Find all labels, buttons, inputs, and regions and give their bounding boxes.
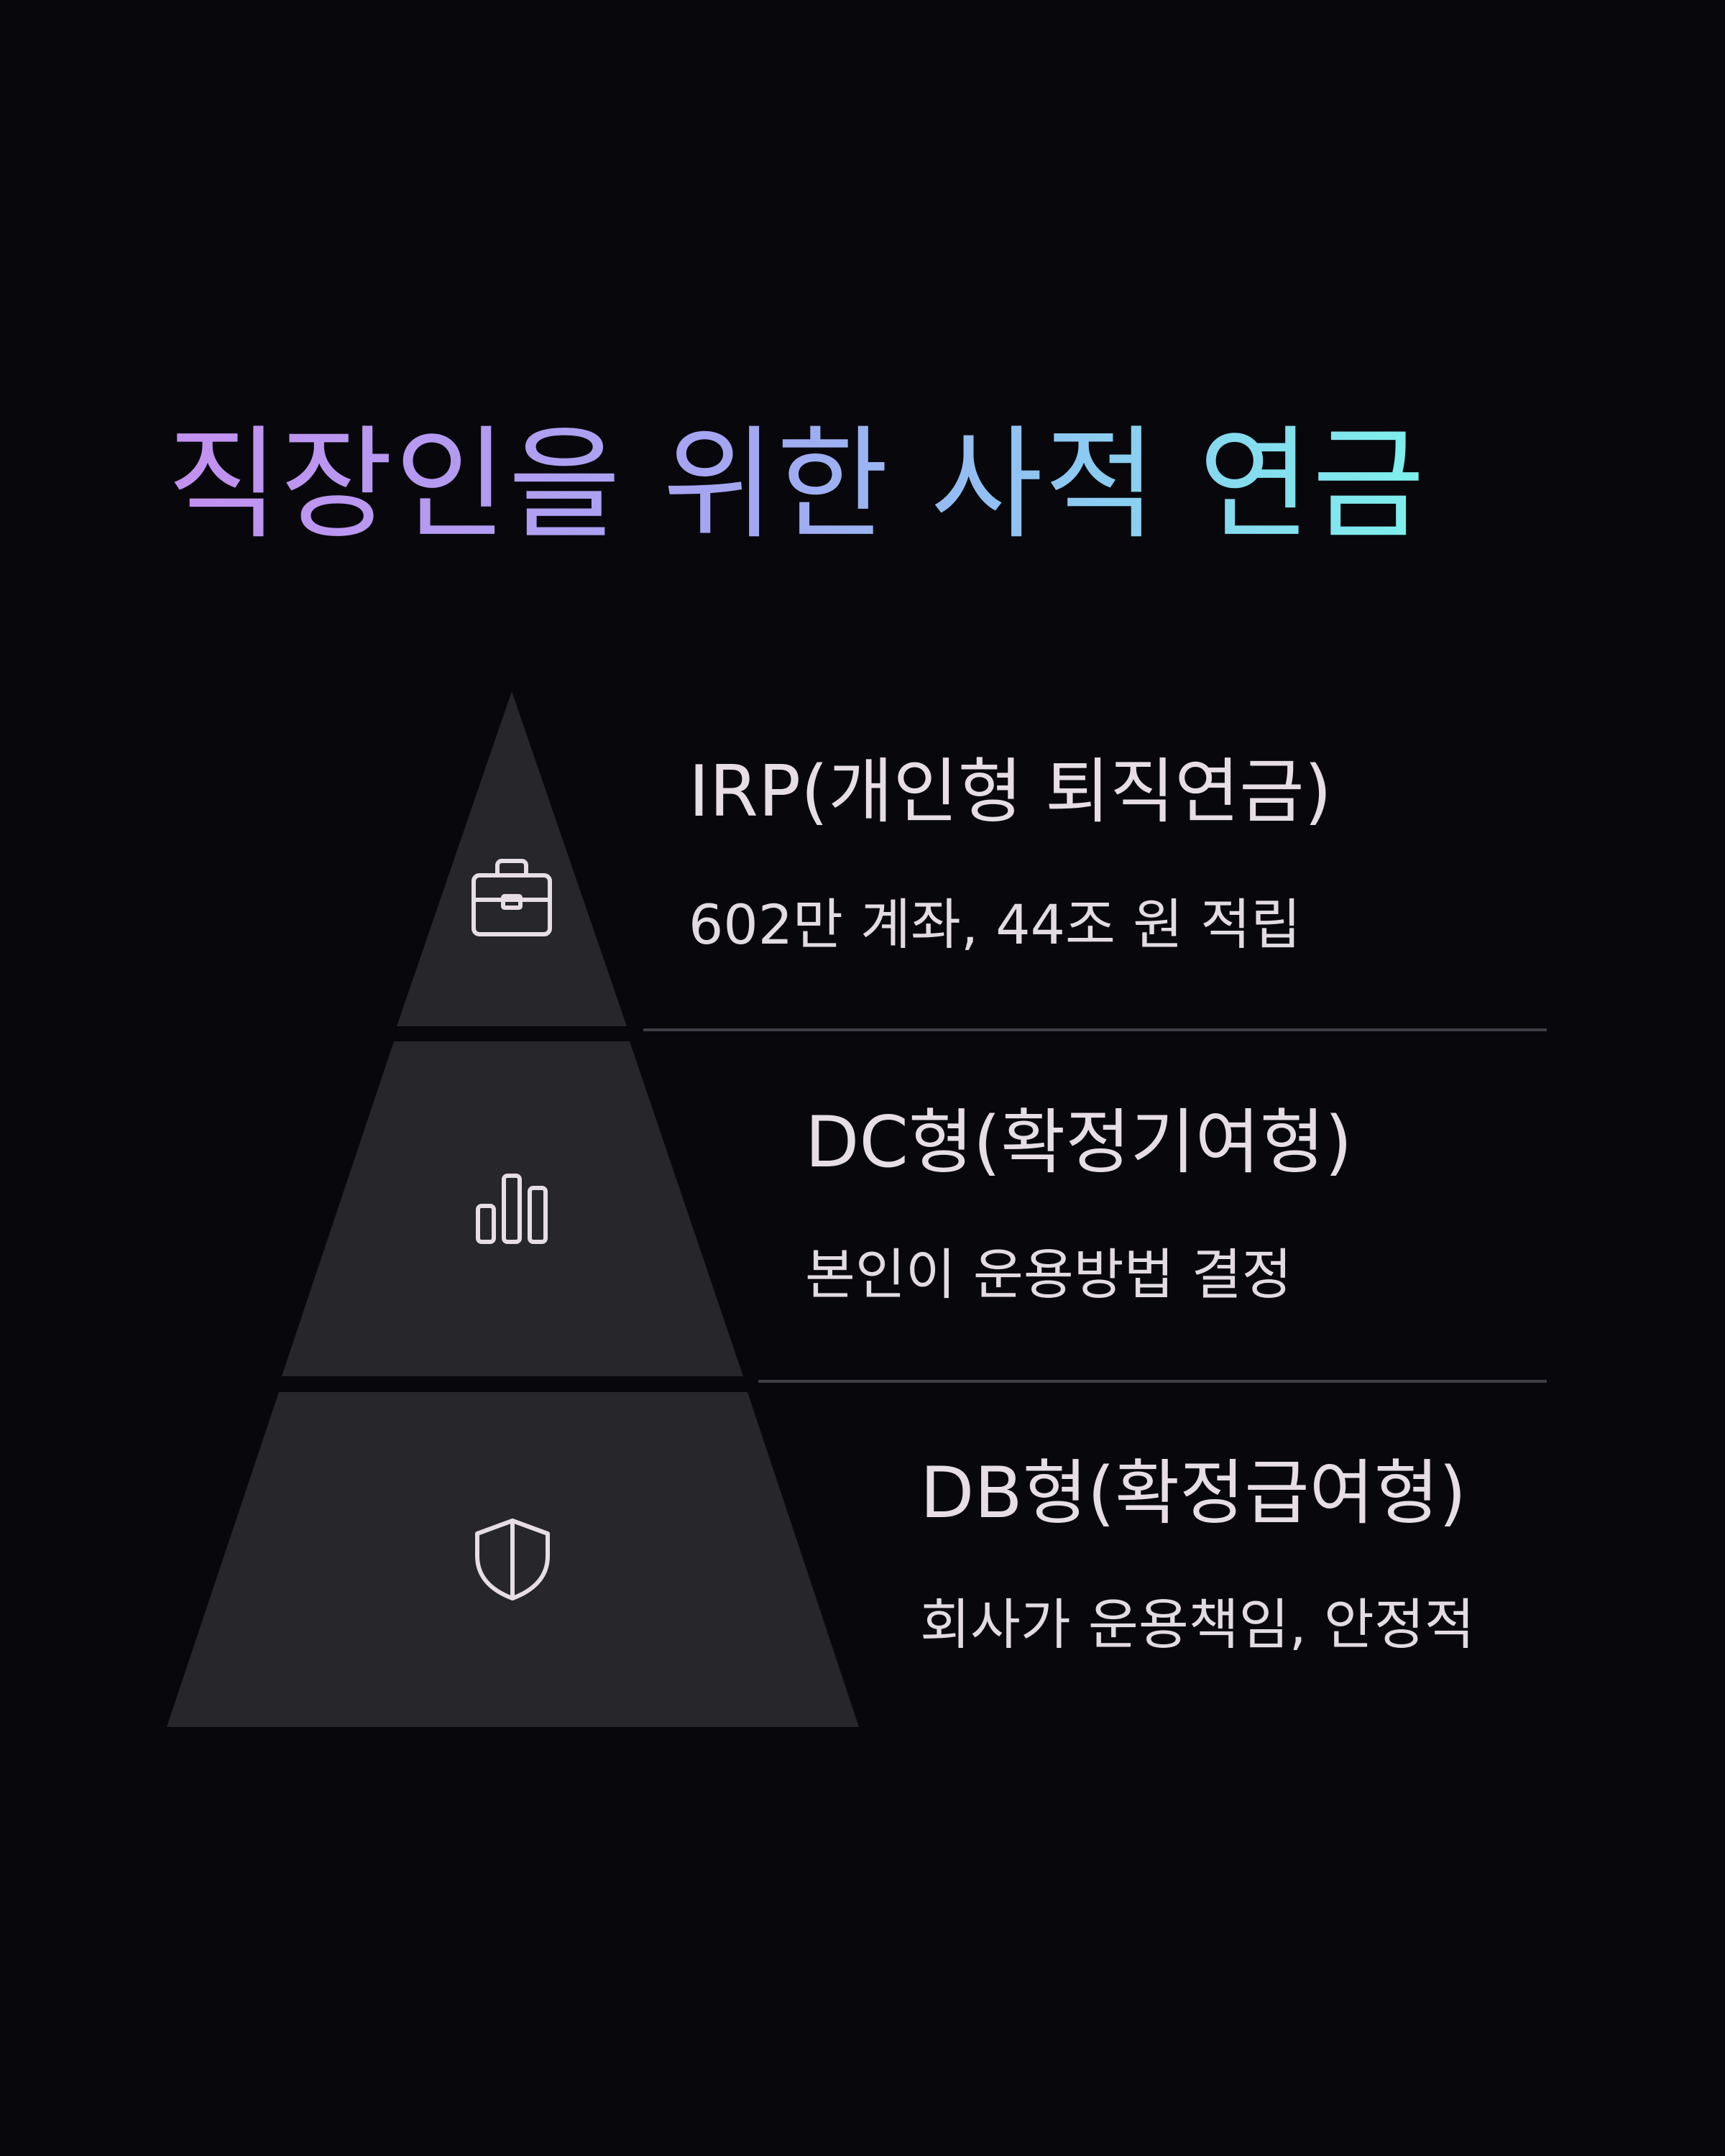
shield-icon	[475, 1519, 550, 1600]
page-title: 직장인을 위한 사적 연금	[167, 414, 1427, 556]
tier-divider	[643, 1028, 1547, 1031]
tier-heading-dc: DC형(확정기여형)	[805, 1102, 1353, 1184]
tier-heading-db: DB형(확정급여형)	[920, 1452, 1467, 1534]
bar-chart-icon	[476, 1174, 548, 1244]
tier-divider	[758, 1380, 1547, 1383]
pyramid-tier-middle	[282, 1041, 743, 1376]
tier-heading-irp: IRP(개인형 퇴직연금)	[689, 751, 1332, 833]
tier-description-irp: 602만 계좌, 44조 원 적립	[689, 893, 1301, 957]
tier-description-db: 회사가 운용책임, 안정적	[920, 1593, 1475, 1657]
briefcase-icon	[472, 859, 552, 936]
tier-description-dc: 본인이 운용방법 결정	[805, 1243, 1292, 1307]
